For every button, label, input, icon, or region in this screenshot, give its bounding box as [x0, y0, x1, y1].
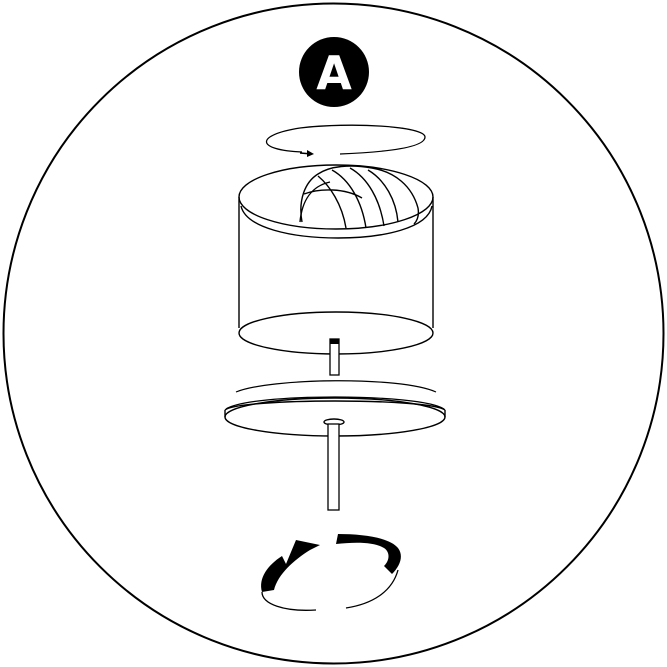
upper-shaft [330, 339, 339, 375]
lower-shaft [328, 424, 339, 510]
rotate-twist-arrows-icon [261, 534, 401, 610]
drum-cylinder [239, 165, 433, 354]
counterclockwise-swirl-icon [266, 125, 425, 157]
step-badge-label: A [316, 46, 352, 100]
step-badge: A [299, 37, 369, 107]
